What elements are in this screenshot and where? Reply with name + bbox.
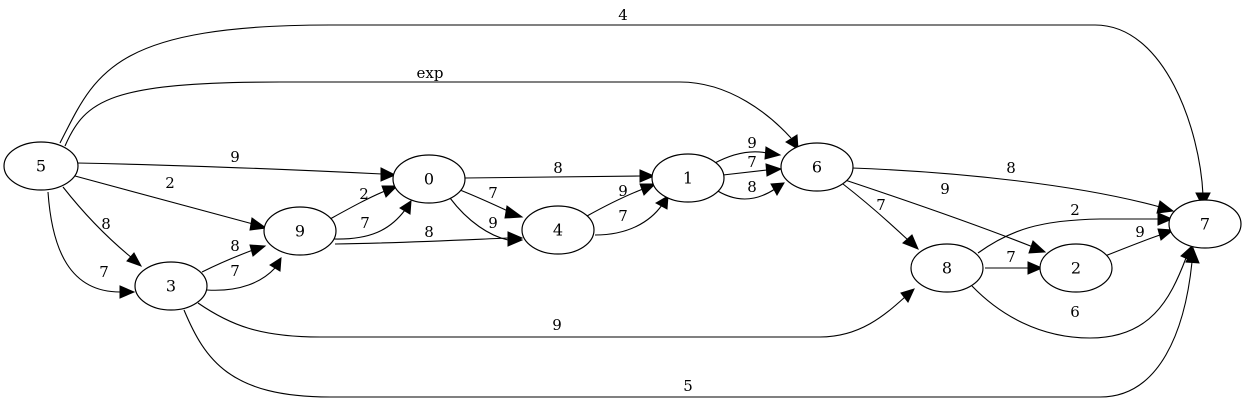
node-label: 3 (166, 277, 176, 296)
edge-label: 9 (940, 180, 950, 198)
edge-0-to-4-a: 7 (459, 184, 524, 219)
edge-label: 6 (1070, 303, 1080, 321)
edge-label: 9 (488, 214, 498, 232)
edge-label: 7 (99, 263, 109, 281)
node-9[interactable]: 9 (263, 206, 337, 256)
edge-0-to-4-b: 9 (449, 197, 524, 247)
node-4[interactable]: 4 (521, 205, 595, 255)
edge-label: 8 (553, 159, 563, 177)
edge-label: 7 (488, 184, 498, 202)
edge-3-to-9-b: 7 (206, 257, 282, 291)
edge-label: 4 (618, 6, 628, 24)
edge-2-to-7: 9 (1099, 223, 1175, 259)
node-label: 1 (683, 169, 693, 188)
edge-6-to-8: 7 (842, 183, 919, 250)
node-1[interactable]: 1 (651, 153, 725, 203)
edge-label: 8 (101, 215, 111, 233)
edge-1-to-6-c: 8 (712, 178, 785, 200)
edge-6-to-2: 9 (844, 179, 1047, 254)
edge-8-to-7-a: 2 (977, 201, 1174, 254)
node-0[interactable]: 0 (392, 154, 466, 204)
node-label: 6 (812, 158, 822, 177)
edge-5-to-7-top: 4 (59, 6, 1211, 209)
edge-1-to-6-b: 7 (722, 153, 783, 177)
edge-label: 8 (747, 178, 757, 196)
edge-9-to-0-b: 7 (332, 200, 412, 240)
edge-label: 8 (1006, 159, 1016, 177)
edge-label: 9 (1135, 223, 1145, 241)
edge-label: 5 (683, 377, 693, 395)
edge-6-to-7: 8 (851, 159, 1175, 214)
node-2[interactable]: 2 (1039, 243, 1113, 293)
edge-5-to-6-exp: exp (64, 64, 799, 150)
edge-label: 7 (230, 262, 240, 280)
edge-label: 7 (747, 153, 757, 171)
node-3[interactable]: 3 (134, 261, 208, 311)
edge-5-to-9: 2 (74, 174, 268, 231)
edge-label: 7 (1006, 248, 1016, 266)
edge-label: 7 (876, 196, 886, 214)
node-label: 0 (424, 170, 434, 189)
edge-label: 8 (424, 223, 434, 241)
edge-label: 7 (618, 207, 628, 225)
node-label: 8 (942, 259, 952, 278)
edge-label: 9 (618, 182, 628, 200)
edge-label: 9 (747, 134, 757, 152)
node-label: 2 (1071, 259, 1081, 278)
edge-label: 8 (230, 237, 240, 255)
edge-label: 2 (165, 174, 175, 192)
edge-4-to-1-a: 9 (586, 182, 657, 217)
edge-label: 9 (230, 148, 240, 166)
edge-3-to-9-a: 8 (201, 237, 267, 273)
edge-0-to-1: 8 (464, 159, 656, 183)
edge-4-to-1-b: 7 (594, 195, 669, 236)
edge-8-to-2: 7 (985, 248, 1044, 275)
edge-label: 9 (552, 316, 562, 334)
edge-label: 2 (359, 185, 369, 203)
edge-label: 7 (360, 214, 370, 232)
edge-5-to-3-b: 7 (47, 191, 136, 299)
edge-8-to-7-b: 6 (971, 244, 1193, 339)
edge-3-to-8: 9 (197, 288, 915, 338)
node-label: 4 (553, 221, 563, 240)
edge-9-to-0-a: 2 (329, 185, 399, 220)
edge-label: 2 (1070, 201, 1080, 219)
edge-label: exp (417, 64, 444, 82)
edge-5-to-3-a: 8 (62, 186, 143, 267)
node-7[interactable]: 7 (1168, 199, 1242, 249)
node-6[interactable]: 6 (780, 142, 854, 192)
edge-5-to-0: 9 (76, 148, 397, 182)
edge-1-to-6-a: 9 (712, 134, 782, 165)
node-label: 7 (1200, 215, 1210, 234)
node-5[interactable]: 5 (3, 141, 79, 191)
node-label: 9 (295, 222, 305, 241)
node-label: 5 (36, 157, 46, 176)
node-8[interactable]: 8 (910, 243, 984, 293)
